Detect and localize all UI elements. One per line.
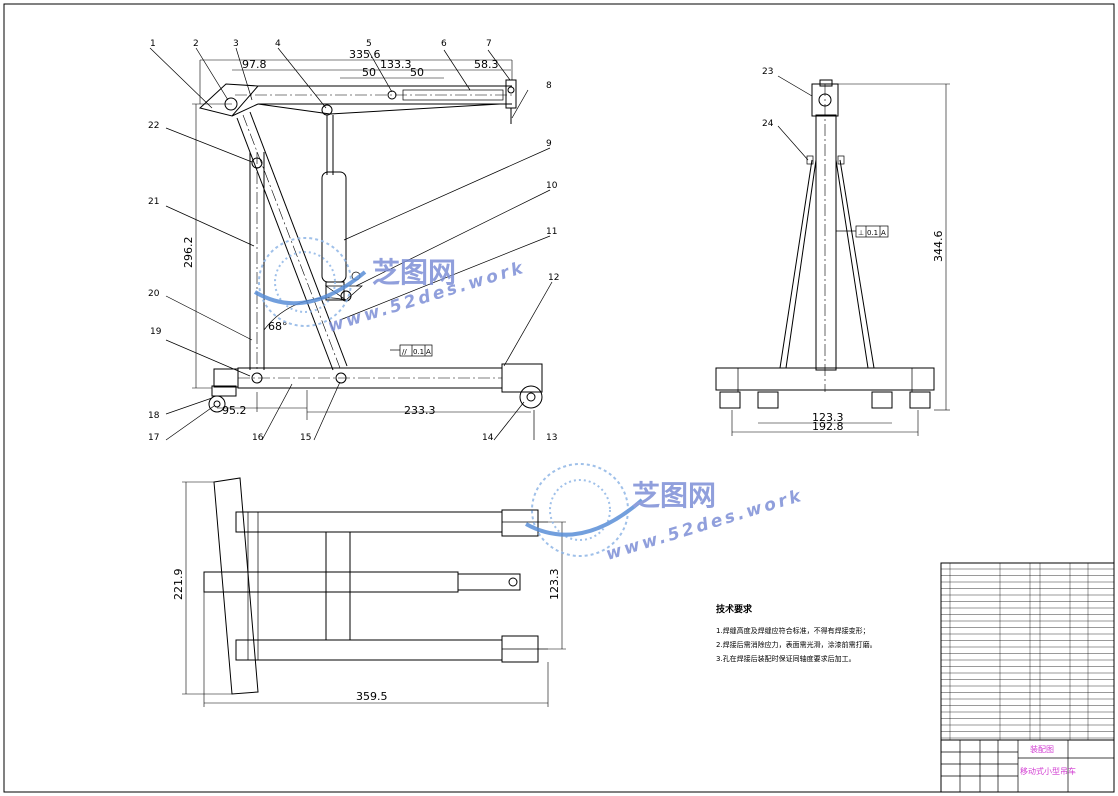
front-tol-symbol: // [402,348,407,356]
technical-requirements: 技术要求 1.焊缝高度及焊缝应符合标准，不得有焊接变形； 2.焊接后需消除应力，… [716,603,877,663]
dim-192-8: 192.8 [812,420,844,433]
dim-50-b: 50 [410,66,424,79]
watermark-2-cn: 芝图网 [632,479,716,512]
balloon-22: 22 [148,121,159,131]
side-view: ⊥ 0.1 A 344.6 123.3 192.8 23 24 [715,67,950,436]
drawing-name-label: 移动式小型吊车 [1020,766,1076,776]
dim-97-8: 97.8 [242,58,267,71]
side-balloons: 23 24 [762,67,813,161]
balloon-3: 3 [233,39,239,49]
balloon-19: 19 [150,327,162,337]
balloon-10: 10 [546,181,558,191]
dim-359-5: 359.5 [356,690,388,703]
balloon-11: 11 [546,227,557,237]
dim-58-3: 58.3 [474,58,499,71]
balloon-14: 14 [482,433,494,443]
dim-335-6: 335.6 [349,48,381,61]
angle-68-label: 68° [268,320,288,333]
balloon-24: 24 [762,119,774,129]
dim-296-2: 296.2 [182,237,195,269]
balloon-6: 6 [441,39,447,49]
front-tol-value: 0.1 [413,348,424,356]
dim-221-9: 221.9 [172,569,185,601]
balloon-1: 1 [150,39,156,49]
tech-req-item-2: 2.焊接后需消除应力，表面需光滑，涂漆前需打磨。 [716,640,877,649]
watermark-1-cn: 芝图网 [372,256,456,289]
front-tol-datum: A [426,348,431,356]
balloon-5: 5 [366,39,372,49]
balloon-7: 7 [486,39,492,49]
dim-344-6: 344.6 [932,231,945,263]
dim-95-2: 95.2 [222,404,247,417]
side-tol-symbol: ⊥ [858,229,864,237]
balloon-4: 4 [275,39,281,49]
watermark-2: 芝图网 www.52des.work [525,463,806,565]
balloon-17: 17 [148,433,159,443]
tech-req-item-1: 1.焊缝高度及焊缝应符合标准，不得有焊接变形； [716,626,870,635]
balloon-15: 15 [300,433,311,443]
drawing-type-label: 装配图 [1030,744,1054,754]
balloon-16: 16 [252,433,264,443]
side-dim-123-3: 123.3 [812,411,844,424]
balloon-2: 2 [193,39,199,49]
tech-req-title: 技术要求 [716,603,753,615]
balloon-20: 20 [148,289,160,299]
dim-233-3: 233.3 [404,404,436,417]
balloon-13: 13 [546,433,557,443]
balloon-8: 8 [546,81,552,91]
dim-133-3: 133.3 [380,58,412,71]
front-view: 68° 335.6 97.8 50 133.3 50 58.3 296.2 95… [148,39,559,443]
side-tol-datum: A [881,229,886,237]
top-view: 221.9 123.3 359.5 [172,477,566,707]
balloon-23: 23 [762,67,773,77]
top-dim-123-3: 123.3 [548,569,561,601]
side-tol-value: 0.1 [867,229,878,237]
balloon-18: 18 [148,411,160,421]
sheet-border [3,3,1115,793]
dim-50-a: 50 [362,66,376,79]
title-block: 装配图 移动式小型吊车 [940,562,1115,793]
balloon-12: 12 [548,273,559,283]
tech-req-item-3: 3.孔在焊接后装配时保证同轴度要求后加工。 [716,654,856,663]
balloon-21: 21 [148,197,159,207]
balloon-9: 9 [546,139,552,149]
